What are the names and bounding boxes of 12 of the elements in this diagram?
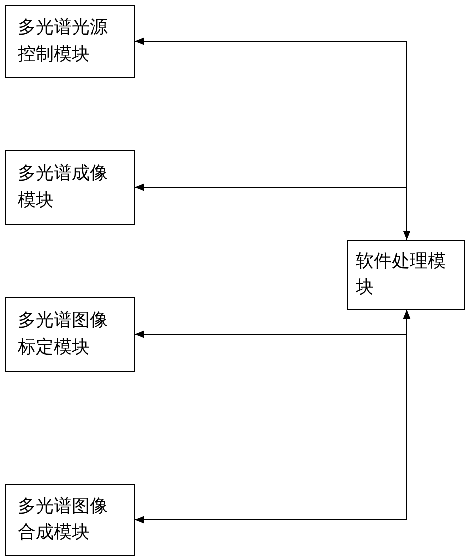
box-label: 多光谱成像模块 [18,162,109,212]
arrow [134,310,411,524]
box-label: 多光谱图像标定模块 [18,309,109,360]
process-box [5,150,135,225]
process-box [5,297,135,372]
box-label: 多光谱图像合成模块 [18,494,109,545]
box-label: 多光谱光源控制模块 [18,16,109,66]
process-box [5,5,135,78]
box-label: 软件处理模块 [356,250,447,300]
process-box [5,484,135,556]
process-box [347,240,465,310]
arrow [134,184,411,240]
